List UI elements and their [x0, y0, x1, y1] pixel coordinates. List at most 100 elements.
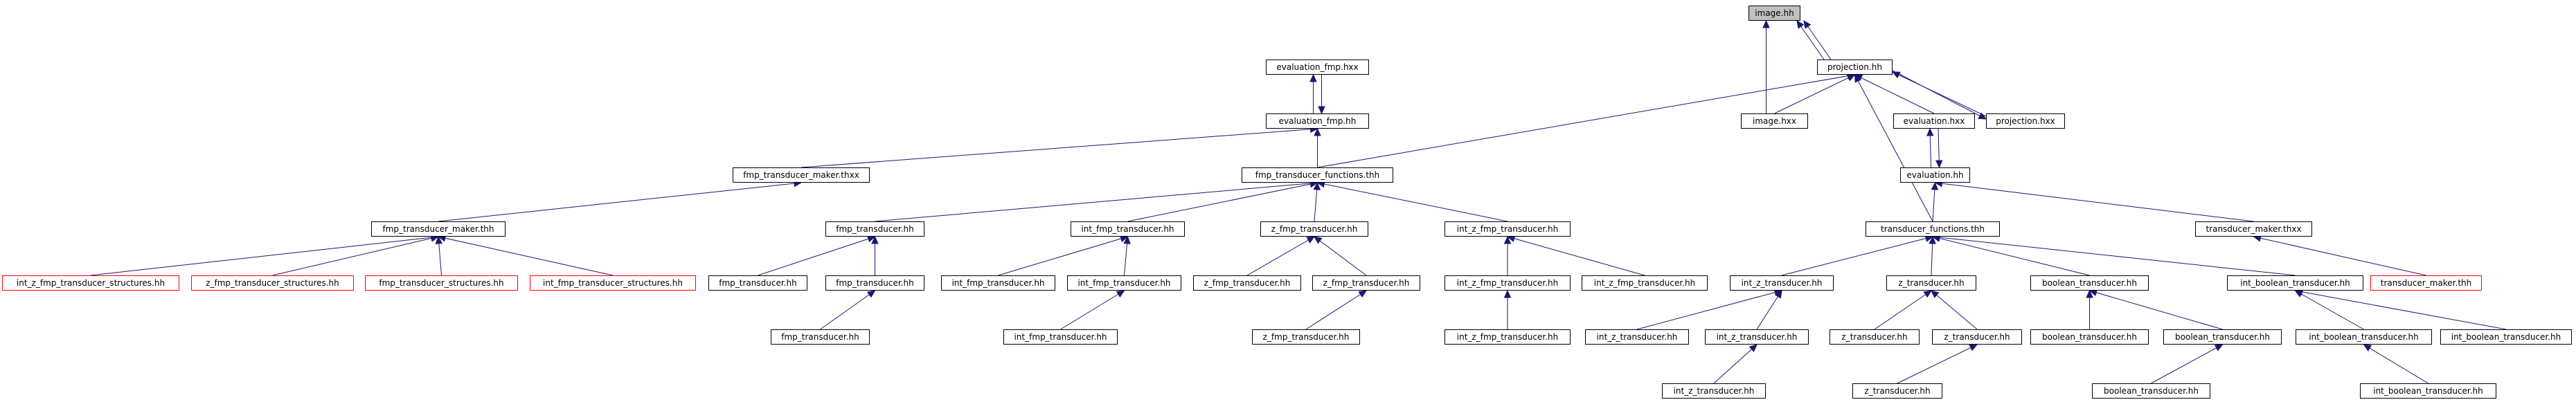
node-boolean-transducer-hh[interactable]: boolean_transducer.hh [2030, 275, 2149, 291]
include-edge [820, 290, 875, 330]
node-boolean-transducer-hh[interactable]: boolean_transducer.hh [2092, 383, 2210, 399]
node-evaluation-fmp-hh[interactable]: evaluation_fmp.hh [1266, 113, 1369, 129]
include-edge [2089, 290, 2223, 330]
edge-arrowhead [866, 290, 876, 298]
node-projection-hh[interactable]: projection.hh [1817, 60, 1893, 75]
include-edge [875, 182, 1318, 222]
node-fmp-transducer-hh[interactable]: fmp_transducer.hh [771, 329, 870, 345]
edge-arrowhead [1931, 181, 1939, 190]
include-edge [1854, 74, 1935, 114]
node-z-fmp-transducer-hh[interactable]: z_fmp_transducer.hh [1312, 275, 1420, 291]
edge-arrowhead [1935, 160, 1943, 169]
edge-arrowhead [1931, 290, 1940, 298]
node-int-z-fmp-transducer-structures-hh[interactable]: int_z_fmp_transducer_structures.hh [2, 275, 179, 291]
node-z-transducer-hh[interactable]: z_transducer.hh [1852, 383, 1942, 399]
node-z-transducer-hh[interactable]: z_transducer.hh [1830, 329, 1920, 345]
edge-arrowhead [871, 235, 879, 244]
node-fmp-transducer-maker-thxx[interactable]: fmp_transducer_maker.thxx [733, 167, 870, 183]
edge-arrowhead [1854, 73, 1862, 83]
edge-arrowhead [1358, 290, 1368, 298]
node-int-boolean-transducer-hh[interactable]: int_boolean_transducer.hh [2227, 275, 2363, 291]
edge-arrowhead [1116, 290, 1125, 298]
node-evaluation-hh[interactable]: evaluation.hh [1900, 167, 1970, 183]
include-edge [1874, 290, 1932, 330]
node-fmp-transducer-functions-thh[interactable]: fmp_transducer_functions.thh [1242, 167, 1393, 183]
include-edge [1932, 236, 2296, 276]
node-boolean-transducer-hh[interactable]: boolean_transducer.hh [2163, 329, 2282, 345]
edge-arrowhead [1503, 289, 1512, 298]
include-edge [1314, 236, 1367, 276]
include-edge [2151, 344, 2223, 384]
node-int-fmp-transducer-hh[interactable]: int_fmp_transducer.hh [1003, 329, 1118, 345]
node-projection-hxx[interactable]: projection.hxx [1986, 113, 2065, 129]
node-int-z-fmp-transducer-hh[interactable]: int_z_fmp_transducer.hh [1444, 221, 1571, 237]
edge-arrowhead [1313, 181, 1321, 190]
node-z-fmp-transducer-hh[interactable]: z_fmp_transducer.hh [1252, 329, 1360, 345]
include-edge [1935, 182, 2254, 222]
edge-arrowhead [2214, 344, 2224, 351]
edge-arrowhead [1748, 344, 1757, 352]
include-edge [90, 236, 439, 276]
include-edge [438, 182, 802, 222]
node-transducer-functions-thh[interactable]: transducer_functions.thh [1866, 221, 2000, 237]
include-edge [1892, 70, 1987, 120]
include-edge [1774, 74, 1855, 114]
include-edge [1246, 236, 1315, 276]
edge-arrowhead [1314, 236, 1323, 244]
include-edge [758, 236, 875, 276]
node-z-fmp-transducer-hh[interactable]: z_fmp_transducer.hh [1193, 275, 1301, 291]
include-edge [1932, 236, 2090, 276]
node-int-z-fmp-transducer-hh[interactable]: int_z_fmp_transducer.hh [1582, 275, 1708, 291]
node-z-fmp-transducer-structures-hh[interactable]: z_fmp_transducer_structures.hh [191, 275, 354, 291]
edge-arrowhead [435, 235, 443, 244]
node-z-transducer-hh[interactable]: z_transducer.hh [1886, 275, 1976, 291]
node-int-z-transducer-hh[interactable]: int_z_transducer.hh [1662, 383, 1766, 399]
edge-arrowhead [1923, 290, 1933, 298]
include-edge [800, 128, 1318, 168]
include-edge [2363, 344, 2429, 384]
edge-arrowhead [1762, 19, 1770, 28]
node-boolean-transducer-hh[interactable]: boolean_transducer.hh [2030, 329, 2149, 345]
include-edge [438, 236, 614, 276]
node-int-z-transducer-hh[interactable]: int_z_transducer.hh [1705, 329, 1809, 345]
node-int-fmp-transducer-hh[interactable]: int_fmp_transducer.hh [1071, 221, 1185, 237]
node-image-hxx[interactable]: image.hxx [1741, 113, 1808, 129]
node-fmp-transducer-hh[interactable]: fmp_transducer.hh [708, 275, 807, 291]
include-edge [1507, 236, 1645, 276]
node-int-fmp-transducer-structures-hh[interactable]: int_fmp_transducer_structures.hh [530, 275, 696, 291]
include-edge [1756, 290, 1782, 330]
node-int-z-transducer-hh[interactable]: int_z_transducer.hh [1585, 329, 1689, 345]
node-transducer-maker-thh[interactable]: transducer_maker.thh [2370, 275, 2482, 291]
node-int-boolean-transducer-hh[interactable]: int_boolean_transducer.hh [2440, 329, 2572, 345]
node-int-boolean-transducer-hh[interactable]: int_boolean_transducer.hh [2296, 329, 2432, 345]
node-int-boolean-transducer-hh[interactable]: int_boolean_transducer.hh [2360, 383, 2496, 399]
node-int-fmp-transducer-hh[interactable]: int_fmp_transducer.hh [941, 275, 1055, 291]
node-fmp-transducer-hh[interactable]: fmp_transducer.hh [825, 275, 924, 291]
node-fmp-transducer-structures-hh[interactable]: fmp_transducer_structures.hh [365, 275, 518, 291]
node-z-fmp-transducer-hh[interactable]: z_fmp_transducer.hh [1260, 221, 1368, 237]
node-int-fmp-transducer-hh[interactable]: int_fmp_transducer.hh [1067, 275, 1181, 291]
include-edge [1305, 290, 1367, 330]
edge-arrowhead [1796, 20, 1805, 29]
include-edge [1892, 71, 1987, 117]
include-edge [1803, 20, 1832, 60]
node-fmp-transducer-maker-thh[interactable]: fmp_transducer_maker.thh [371, 221, 506, 237]
node-int-z-fmp-transducer-hh[interactable]: int_z_fmp_transducer.hh [1444, 329, 1571, 345]
include-edge [1060, 290, 1125, 330]
node-int-z-fmp-transducer-hh[interactable]: int_z_fmp_transducer.hh [1444, 275, 1571, 291]
include-edge [998, 236, 1128, 276]
include-edge [1317, 182, 1508, 222]
node-z-transducer-hh[interactable]: z_transducer.hh [1932, 329, 2022, 345]
node-transducer-maker-thxx[interactable]: transducer_maker.thxx [2195, 221, 2312, 237]
include-edge [1781, 236, 1933, 276]
node-evaluation-fmp-hxx[interactable]: evaluation_fmp.hxx [1266, 60, 1369, 75]
node-int-z-transducer-hh[interactable]: int_z_transducer.hh [1730, 275, 1834, 291]
node-evaluation-hxx[interactable]: evaluation.hxx [1893, 113, 1975, 129]
include-edge [1127, 182, 1318, 222]
node-fmp-transducer-hh[interactable]: fmp_transducer.hh [825, 221, 924, 237]
edge-arrowhead [1123, 235, 1131, 244]
include-edge [2295, 290, 2507, 330]
edge-arrowhead [2363, 344, 2372, 351]
include-edge [2295, 290, 2364, 330]
